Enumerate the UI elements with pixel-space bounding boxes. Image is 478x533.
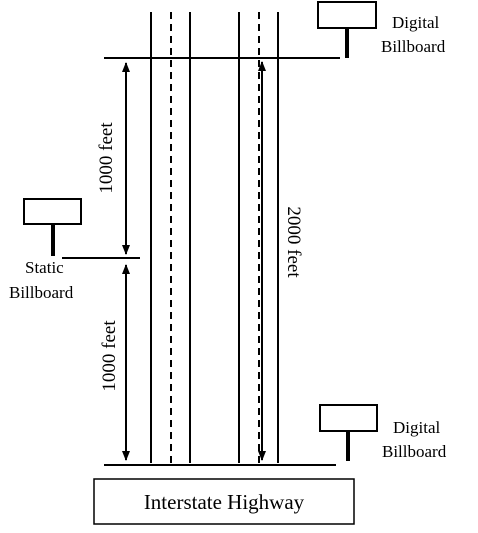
static-billboard-line1: Static [25,258,64,277]
upper-spacing-label: 1000 feet [96,122,117,194]
static-billboard-line2: Billboard [9,283,74,302]
lower-spacing-label: 1000 feet [99,320,120,392]
digital-billboard-top-line1: Digital [392,13,439,32]
lower-spacing-dimension: 1000 feet [99,264,130,461]
billboard-sign-icon [23,198,82,225]
digital-billboard-top-line2: Billboard [381,37,446,56]
highway-label: Interstate Highway [144,490,305,514]
static-billboard: Static Billboard [9,198,82,302]
upper-spacing-dimension: 1000 feet [96,62,130,255]
digital-spacing-dimension: 2000 feet [258,61,304,461]
highway-label-box: Interstate Highway [93,478,355,525]
digital-spacing-label: 2000 feet [283,206,304,278]
digital-billboard-bottom-line2: Billboard [382,442,447,461]
highway-label-frame [93,478,355,525]
billboard-sign-icon [317,1,377,29]
digital-billboard-bottom-line1: Digital [393,418,440,437]
highway-lanes [150,12,279,463]
digital-billboard-bottom: Digital Billboard [319,404,447,461]
digital-billboard-top: Digital Billboard [317,1,446,58]
billboard-sign-icon [319,404,378,432]
